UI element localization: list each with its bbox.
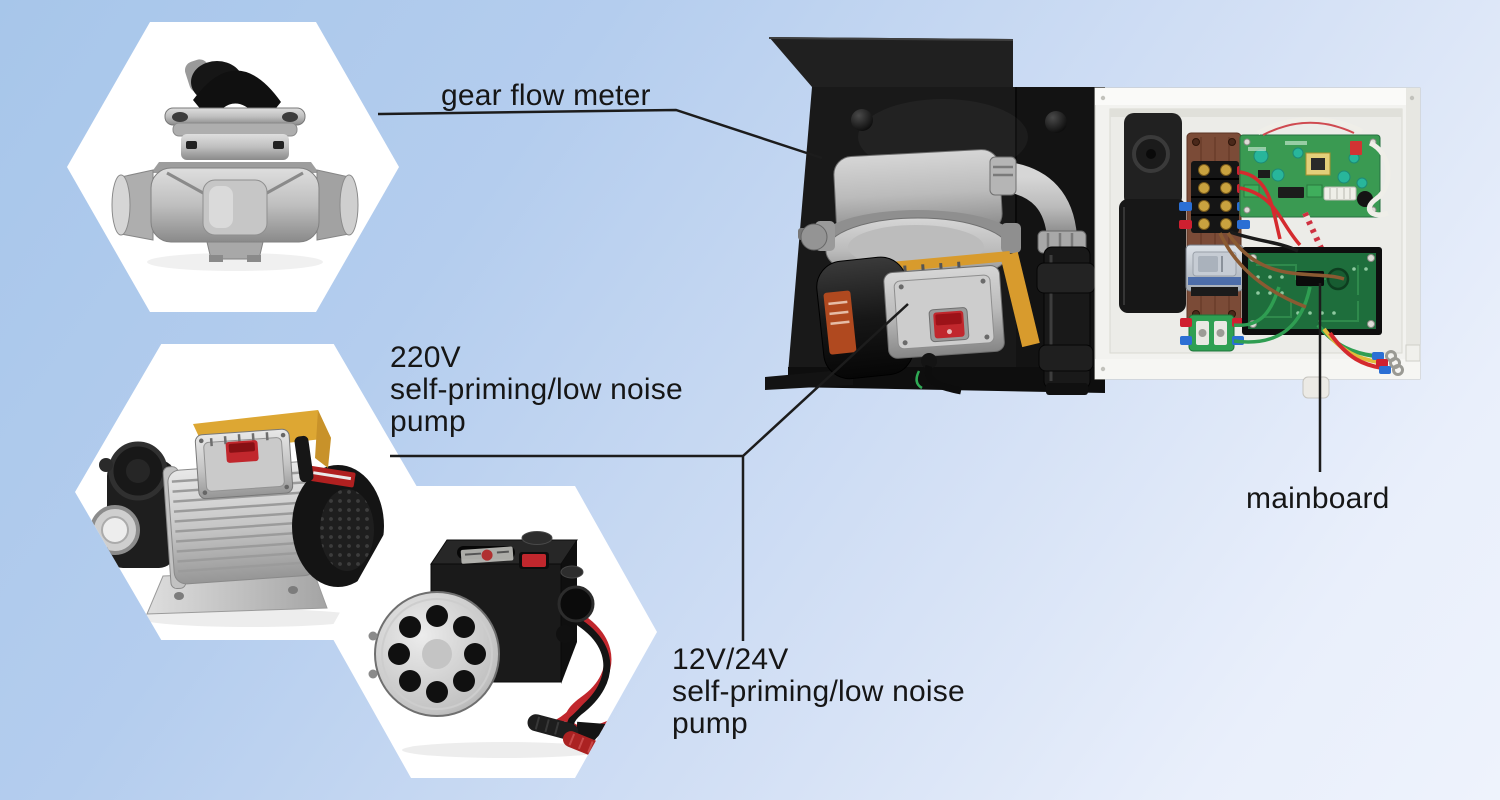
photo-shadow — [402, 742, 606, 758]
motor-label — [308, 465, 356, 488]
flow-meter-base — [206, 241, 264, 262]
label-pump-12v-24v-line3: pump — [672, 707, 748, 740]
mainboard-pcb — [1242, 247, 1382, 335]
assembled-unit-photo — [765, 37, 1421, 399]
label-pump-12v-24v-line2: self-priming/low noise — [672, 675, 965, 708]
ac-pump-photo — [90, 410, 384, 627]
pin-connector — [1323, 186, 1357, 201]
label-pump-12v-24v: 12V/24V self-priming/low noise pump — [672, 644, 965, 740]
hookup-wires-top — [1256, 117, 1391, 218]
junction-box-assembled — [883, 261, 1005, 359]
filler-cap — [521, 531, 553, 545]
photo-shadow — [147, 253, 323, 271]
label-mainboard: mainboard — [1246, 482, 1390, 515]
power-supply-pcb — [1239, 134, 1381, 218]
flow-meter-body — [111, 162, 359, 243]
hexagon-flow-meter — [67, 22, 399, 312]
filler-cap-2 — [560, 565, 584, 579]
callout-line-gear-flow-meter — [377, 108, 823, 160]
label-pump-220v: 220V self-priming/low noise pump — [390, 342, 683, 438]
hookup-wires — [1218, 170, 1345, 344]
dc-switch — [522, 554, 546, 567]
mounting-tab — [1302, 376, 1330, 399]
rubber-bumper — [851, 109, 873, 131]
small-terminal-block — [1180, 314, 1244, 352]
motor-end-cap — [292, 465, 384, 587]
pump-head-black — [90, 441, 175, 568]
label-pump-220v-line3: pump — [390, 405, 466, 438]
label-pump-12v-24v-line1: 12V/24V — [672, 643, 789, 676]
junction-box — [194, 428, 294, 500]
relay — [1185, 244, 1244, 296]
outlet-port — [557, 585, 595, 623]
pump-round-face — [368, 591, 500, 717]
flow-meter-photo — [111, 59, 359, 271]
outlet-pipe-black — [1036, 246, 1096, 395]
rubber-grommet-block — [1119, 113, 1186, 313]
output-wires — [1316, 323, 1404, 376]
power-cable — [924, 365, 962, 395]
terminal-block — [1179, 161, 1250, 233]
photo-shadow — [138, 609, 362, 627]
label-pump-220v-line2: self-priming/low noise — [390, 373, 683, 406]
label-gear-flow-meter: gear flow meter — [441, 79, 651, 112]
dip-switch — [1350, 141, 1362, 155]
flow-meter-top-flange — [164, 107, 306, 160]
rubber-bumper — [1045, 111, 1067, 133]
label-pump-220v-line1: 220V — [390, 341, 461, 374]
